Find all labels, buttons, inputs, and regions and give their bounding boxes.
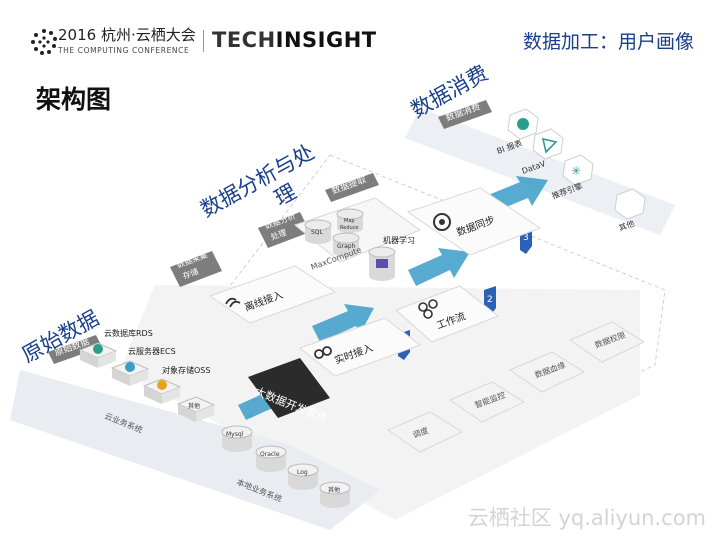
ml-cylinder [368,246,396,281]
realtime-ingest-icon [314,346,332,359]
workflow-icon [418,299,438,319]
maxcompute-block: SQL Map Reduce Graph 机器学习 MaxCompute [293,197,422,281]
cloud-oss-item: 对象存储OSS [142,365,210,404]
graph-label: Graph [337,243,356,250]
local-mysql-label: Mysql [226,431,244,438]
collect-platform [120,285,640,520]
cloud-oss-label: 对象存储OSS [162,365,210,375]
consume-bi-report: BI 报表 [495,108,539,156]
brand-part-1: TECH [212,28,276,52]
cloud-rds-label: 云数据库RDS [104,328,153,338]
conference-name: 2016 杭州·云栖大会 THE COMPUTING CONFERENCE [58,24,196,55]
rds-icon [93,344,103,354]
cloud-ecs-label: 云服务器ECS [128,346,176,356]
local-other-label: 其他 [328,486,340,494]
local-log-label: Log [297,469,308,476]
local-oracle-item: Oracle [255,445,287,472]
page-title: 架构图 [36,85,112,114]
local-mysql-item: Mysql [221,425,253,452]
conference-title: 2016 杭州·云栖大会 [58,26,196,44]
page-topic: 数据加工：用户画像 [522,31,694,53]
consume-platform [405,108,675,235]
offline-ingest-icon [225,297,241,308]
side-module-lineage: 数据血缘 [508,351,586,393]
cloud-rds-item: 云数据库RDS [78,328,153,368]
mapreduce-cylinder: Map Reduce [336,208,364,233]
tab-extract: 数据提取 [325,173,379,202]
raw-platform [10,370,380,530]
step-marker-3-label: 3 [523,233,529,243]
cloud-other-label: 其他 [188,402,200,410]
tab-collect: 数据采集 存储 [170,250,222,287]
step-marker-2-label: 2 [487,295,493,305]
local-other-item: 其他 [319,481,351,508]
recommend-engine-icon: ✳ [571,164,581,178]
realtime-ingest-block: 实时接入 [298,317,422,377]
consume-other-label: 其他 [617,218,635,233]
brand-logo: TECHINSIGHT [212,28,377,52]
local-log-item: Log [287,463,319,490]
conference-subtitle: THE COMPUTING CONFERENCE [58,46,190,55]
other-icon [614,188,646,220]
cloud-system-stack: 云数据库RDS 云服务器ECS 对象存储OSS 其他 云业务系统 [78,328,216,435]
mapreduce-label-2: Reduce [340,225,359,231]
flow-arrow-icon [408,248,470,286]
header-divider [203,30,204,52]
bi-report-icon [517,118,529,130]
cloud-ecs-item: 云服务器ECS [110,346,176,386]
workflow-block: 工作流 [395,285,499,343]
graph-cylinder: Graph [332,232,360,257]
side-module-permission: 数据权限 [568,321,646,363]
oss-icon [157,380,167,390]
ml-label: 机器学习 [383,235,415,245]
sql-label: SQL [311,229,324,236]
local-oracle-label: Oracle [260,451,280,458]
watermark: 云栖社区 yq.aliyun.com [467,506,706,530]
side-module-monitor: 智能监控 [448,381,526,423]
side-module-schedule: 调度 [386,411,464,453]
consume-datav: DataV [521,128,564,176]
cloud-other-item: 其他 [176,396,216,422]
conference-logo-icon [31,29,57,55]
flow-arrow-icon [312,304,374,342]
datav-icon [541,137,558,154]
offline-ingest-block: 离线接入 [208,265,337,324]
ml-icon [376,259,388,268]
ecs-icon [125,362,135,372]
mapreduce-label-1: Map [344,218,355,224]
data-sync-block: 数据同步 [406,187,542,256]
data-sync-icon [433,213,451,231]
brand-part-2: INSIGHT [275,28,377,52]
sql-cylinder: SQL [304,219,332,244]
